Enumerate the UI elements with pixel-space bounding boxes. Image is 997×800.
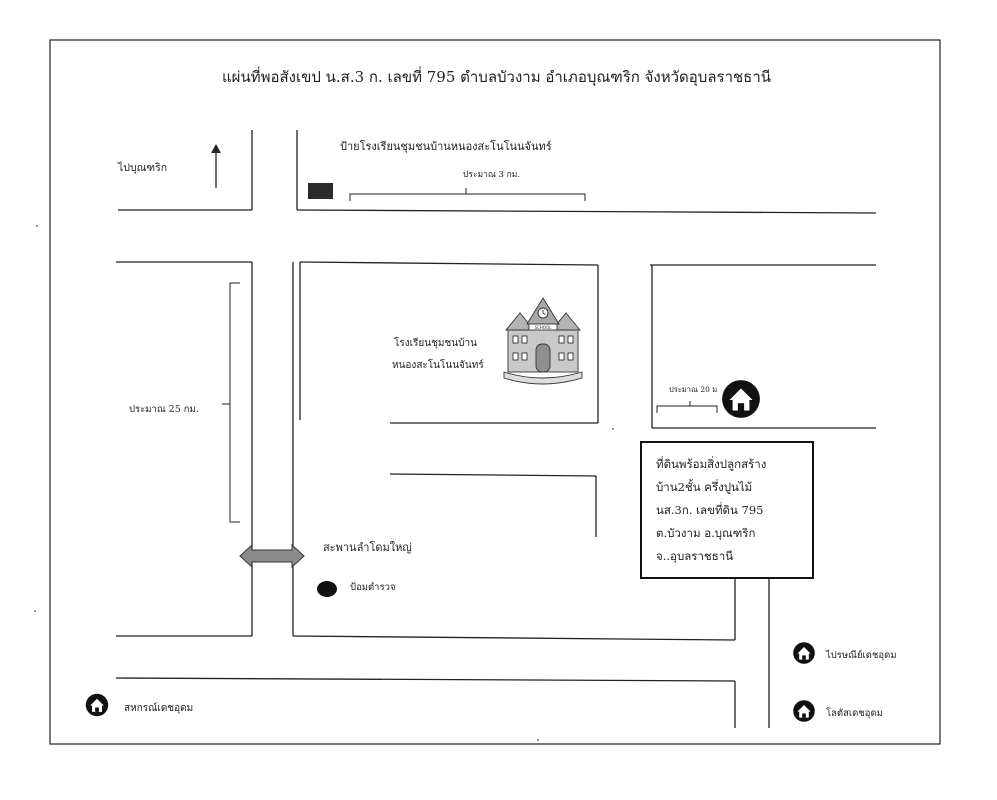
- bridge-label: สะพานลำโดมใหญ่: [323, 541, 412, 554]
- property-line: นส.3ก. เลขที่ดิน 795: [656, 503, 764, 517]
- school-block: [299, 262, 599, 424]
- school-sign-label: ป้ายโรงเรียนชุมชนบ้านหนองสะโนโนนจันทร์: [340, 140, 552, 153]
- house-icon: [793, 642, 815, 664]
- direction-label: ไปบุณฑริก: [118, 162, 168, 174]
- scan-speck: [36, 225, 38, 227]
- scan-speck: [537, 739, 539, 741]
- property-line: บ้าน2ชั้น ครึ่งปูนไม้: [656, 480, 753, 494]
- distance-label-3km: ประมาณ 3 กม.: [463, 170, 521, 180]
- filled-circle-icon: [317, 581, 337, 597]
- main-road-north-south: [251, 130, 298, 636]
- house-icon: [85, 693, 109, 717]
- coop-label: สหกรณ์เดชอุดม: [124, 703, 194, 714]
- house-icon: [793, 700, 815, 722]
- double-arrow-icon: [239, 543, 305, 569]
- post-office-label: ไปรษณีย์เดชอุดม: [826, 650, 897, 661]
- property-line: ที่ดินพร้อมสิ่งปลูกสร้าง: [656, 457, 767, 471]
- distance-label-25km: ประมาณ 25 กม.: [129, 404, 199, 415]
- arrow-up-icon: [211, 144, 221, 188]
- brace-20m: [656, 401, 718, 413]
- police-label: ป้อมตำรวจ: [350, 582, 396, 593]
- scan-speck: [612, 428, 614, 430]
- school-building-icon: [503, 297, 583, 385]
- school-label-line1: โรงเรียนชุมชนบ้าน: [394, 338, 477, 349]
- property-info-box: ที่ดินพร้อมสิ่งปลูกสร้าง บ้าน2ชั้น ครึ่ง…: [640, 441, 814, 579]
- property-side-roads: [389, 265, 876, 728]
- page-title: แผ่นที่พอสังเขป น.ส.3 ก. เลขที่ 795 ตำบล…: [222, 68, 772, 86]
- property-line: จ..อุบลราชธานี: [656, 549, 734, 563]
- school-label-line2: หนองสะโนโนนจันทร์: [392, 360, 484, 371]
- distance-label-20m: ประมาณ 20 ม: [669, 385, 718, 394]
- filled-rectangle-icon: [308, 183, 333, 199]
- house-icon: [722, 380, 760, 418]
- school-badge-text: SCHOOL: [535, 325, 553, 330]
- map-border: [49, 39, 941, 745]
- brace-3km: [349, 188, 586, 201]
- scan-speck: [34, 610, 36, 612]
- brace-25km: [222, 282, 240, 523]
- southern-roads: [115, 635, 736, 728]
- lotus-label: โลตัสเดชอุดม: [826, 708, 883, 719]
- road-north-east-west: [116, 209, 877, 266]
- property-line: ต.บัวงาม อ.บุณฑริก: [656, 526, 756, 540]
